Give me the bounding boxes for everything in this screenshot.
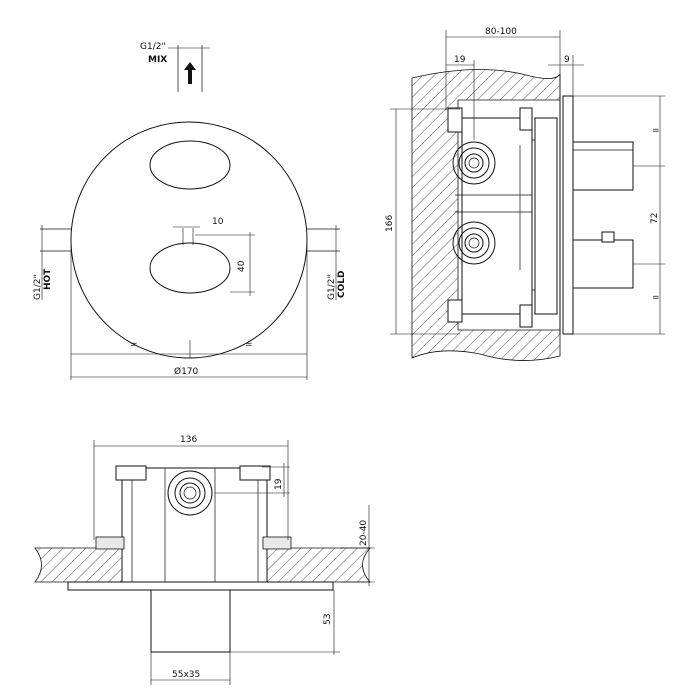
side-view: 80-100 19 9 166 = = (385, 27, 665, 361)
plaster-range-dimension: 20-40 (340, 505, 375, 586)
top-view: 136 19 20-40 53 55x35 (34, 435, 375, 685)
wall-depth-dimension: 80-100 (445, 27, 561, 110)
knob-offset-value: 10 (212, 217, 224, 227)
cover-plate-top (67, 581, 334, 591)
svg-text:=: = (652, 293, 660, 303)
knob-offset-dimension: 10 (173, 217, 224, 245)
cold-label: COLD (337, 271, 347, 298)
valve-body (447, 107, 558, 328)
top-inlet-offset-dimension: 19 (215, 463, 290, 497)
arrow-up-icon (184, 62, 196, 84)
mix-connection-label: G1/2" (140, 42, 166, 52)
hot-inlet: G1/2" HOT (33, 225, 72, 300)
upper-handle (572, 141, 634, 191)
plate-depth-value: 9 (564, 55, 570, 65)
spindle (150, 589, 231, 653)
cover-plate-side (562, 95, 574, 335)
hot-connection-label: G1/2" (33, 274, 43, 300)
wall-section (411, 69, 561, 361)
upper-port (452, 141, 496, 185)
cold-inlet: G1/2" COLD (306, 225, 347, 300)
mix-label: MIX (148, 55, 167, 65)
front-view: G1/2" MIX G1/2" HOT G1/2" COLD 10 (33, 42, 347, 380)
lower-port (452, 221, 496, 265)
mix-outlet: G1/2" MIX (140, 42, 210, 92)
knob-height-value: 40 (237, 260, 247, 272)
body-height-dimension: 166 (385, 108, 460, 335)
projection-dimension: 53 (230, 590, 340, 655)
top-inlet-offset-value: 19 (274, 478, 284, 490)
diameter-value: Ø170 (174, 366, 199, 377)
box-body-top (95, 465, 292, 587)
diverter-knob (149, 140, 231, 190)
svg-text:=: = (245, 340, 253, 350)
thermostat-knob (149, 242, 231, 294)
cover-plate (70, 121, 308, 359)
side-inlet-offset-value: 19 (454, 55, 466, 65)
knob-height-dimension: 40 (195, 232, 255, 296)
spindle-size-value: 55x35 (172, 670, 200, 680)
svg-text:=: = (130, 340, 138, 350)
projection-value: 53 (323, 614, 333, 625)
wall-depth-value: 80-100 (485, 27, 517, 37)
box-width-dimension: 136 (93, 435, 289, 540)
plate-depth-dimension: 9 (548, 55, 584, 96)
side-inlet-offset-dimension: 19 (446, 55, 475, 140)
top-port (167, 470, 213, 516)
cold-connection-label: G1/2" (327, 274, 337, 300)
hot-label: HOT (43, 268, 53, 290)
spindle-size-dimension: 55x35 (150, 652, 231, 685)
handles-spacing-value: 72 (650, 213, 660, 224)
box-width-value: 136 (180, 435, 197, 445)
plaster-range-value: 20-40 (359, 520, 369, 546)
diameter-dimension: = = Ø170 (70, 245, 308, 380)
body-height-value: 166 (385, 215, 395, 232)
handles-spacing-dimension: = = 72 (573, 95, 665, 335)
svg-text:=: = (652, 126, 660, 136)
lower-handle (572, 239, 634, 289)
